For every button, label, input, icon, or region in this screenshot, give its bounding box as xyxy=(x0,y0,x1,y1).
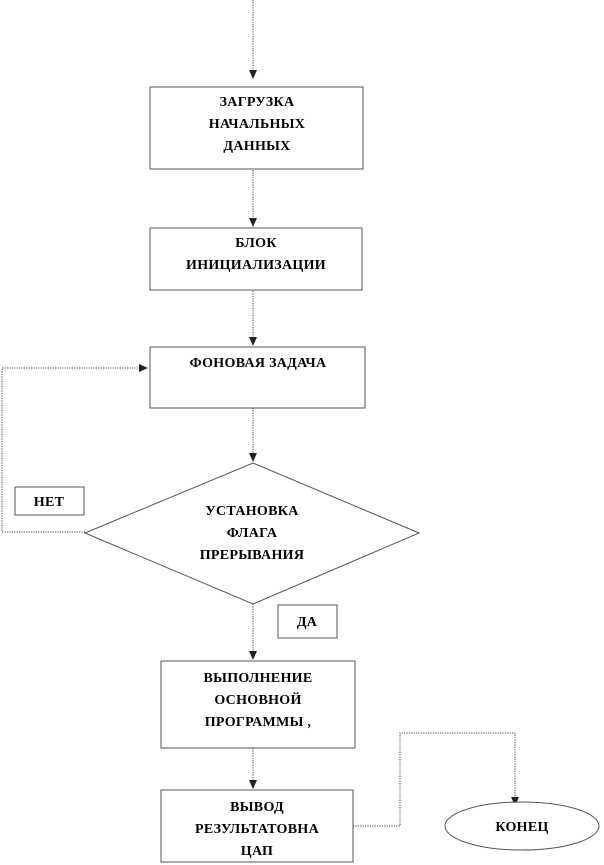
yes-label-box: ДА xyxy=(277,604,338,639)
interrupt-flag-decision: УСТАНОВКА ФЛАГА ПРЕРЫВАНИЯ xyxy=(83,462,421,605)
background-task-box: ФОНОВАЯ ЗАДАЧА xyxy=(149,346,366,409)
decision-line-2: ФЛАГА xyxy=(227,526,278,541)
background-task-line-1: ФОНОВАЯ ЗАДАЧА xyxy=(190,356,327,371)
end-label: КОНЕЦ xyxy=(495,820,548,835)
load-data-line-3: ДАННЫХ xyxy=(223,139,290,154)
arrowhead-main xyxy=(249,651,257,660)
output-to-dac-box: ВЫВОД РЕЗУЛЬТАТОВНА ЦАП xyxy=(160,789,354,863)
decision-line-3: ПРЕРЫВАНИЯ xyxy=(200,548,305,563)
load-data-line-1: ЗАГРУЗКА xyxy=(220,95,295,110)
main-program-line-3: ПРОГРАММЫ , xyxy=(205,715,312,730)
decision-line-1: УСТАНОВКА xyxy=(205,504,299,519)
arrowhead-decision xyxy=(249,453,257,462)
arrowhead-end xyxy=(511,797,519,806)
main-program-box: ВЫПОЛНЕНИЕ ОСНОВНОЙ ПРОГРАММЫ , xyxy=(160,660,356,749)
init-block-line-1: БЛОК xyxy=(235,236,277,251)
arrowhead-entry xyxy=(249,70,257,79)
arrowhead-background xyxy=(249,337,257,346)
init-block-line-2: ИНИЦИАЛИЗАЦИИ xyxy=(186,258,326,273)
connector-output-to-end xyxy=(353,732,516,827)
no-label: НЕТ xyxy=(34,495,65,510)
no-label-box: НЕТ xyxy=(14,486,85,516)
output-line-3: ЦАП xyxy=(241,844,273,859)
output-line-1: ВЫВОД xyxy=(230,800,284,815)
main-program-line-2: ОСНОВНОЙ xyxy=(214,691,301,708)
load-data-line-2: НАЧАЛЬНЫХ xyxy=(209,117,305,132)
arrowhead-init xyxy=(249,218,257,227)
main-program-line-1: ВЫПОЛНЕНИЕ xyxy=(204,671,313,686)
arrowhead-no-loop xyxy=(139,364,148,372)
end-terminator: КОНЕЦ xyxy=(444,801,600,851)
load-data-box: ЗАГРУЗКА НАЧАЛЬНЫХ ДАННЫХ xyxy=(149,86,364,170)
yes-label: ДА xyxy=(297,615,318,630)
init-block-box: БЛОК ИНИЦИАЛИЗАЦИИ xyxy=(149,227,363,291)
output-line-2: РЕЗУЛЬТАТОВНА xyxy=(195,822,320,837)
connector-no-loop xyxy=(1,367,139,533)
arrowhead-output xyxy=(249,780,257,789)
